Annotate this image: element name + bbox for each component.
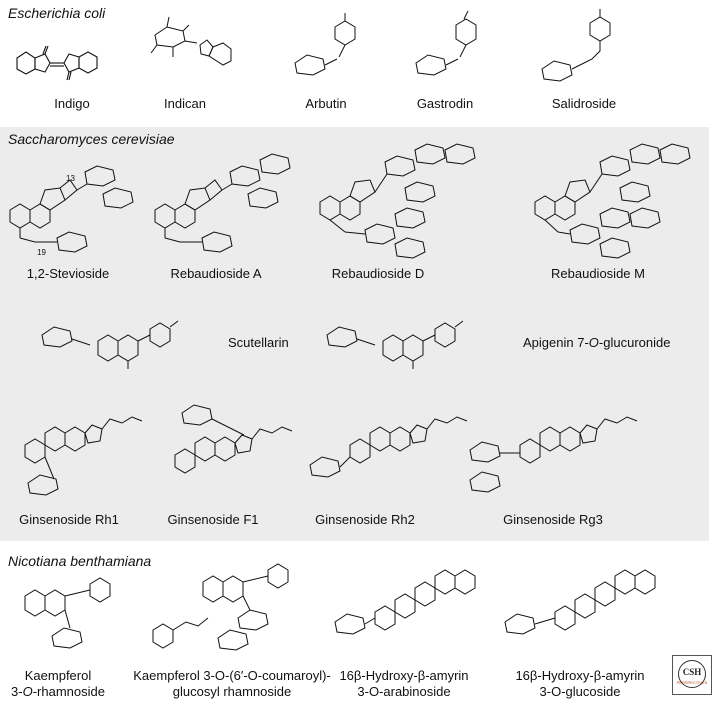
label-arbutin: Arbutin <box>305 96 347 111</box>
label-rebaudioside-d: Rebaudioside D <box>331 266 425 281</box>
apigenin-label-suffix: -glucuronide <box>598 335 671 350</box>
label-kaempferol-coumaroyl-line2: glucosyl rhamnoside <box>172 684 292 699</box>
saccharomyces-panel <box>0 127 709 541</box>
logo-text-csh: CSH <box>682 667 702 677</box>
rebaudioside-a-structure <box>150 150 300 260</box>
hydroxy-amyrin-arabinoside-structure <box>330 560 490 660</box>
label-amyrin-glucoside-line1: 16β-Hydroxy-β-amyrin <box>515 668 645 683</box>
gastrodin-structure <box>402 5 502 85</box>
label-salidroside: Salidroside <box>551 96 617 111</box>
label-stevioside: 1,2-Stevioside <box>26 266 110 281</box>
kaempferol-coumaroyl-structure <box>148 560 328 675</box>
indican-structure <box>145 5 235 90</box>
label-apigenin-7-o-glucuronide: Apigenin 7-O-glucuronide <box>523 335 670 351</box>
indigo-structure <box>12 28 132 90</box>
logo-circle <box>678 660 706 688</box>
apigenin-glucuronide-structure <box>315 305 515 395</box>
apigenin-label-o: O <box>588 335 599 350</box>
hydroxy-amyrin-glucoside-structure <box>500 560 670 660</box>
label-ginsenoside-rg3: Ginsenoside Rg3 <box>503 512 603 527</box>
label-gastrodin: Gastrodin <box>416 96 474 111</box>
salidroside-structure <box>528 5 648 90</box>
carbon-13-label: 13 <box>66 174 75 183</box>
label-kaempferol-rhamnoside-line2: 3-O-rhamnoside <box>11 684 105 700</box>
kaempferol-rhamnoside-structure <box>10 568 140 668</box>
label-ginsenoside-rh1: Ginsenoside Rh1 <box>19 512 119 527</box>
kaempferol-label-prefix: 3- <box>11 684 23 699</box>
ginsenoside-rg3-structure <box>460 395 660 505</box>
scutellarin-structure <box>30 305 230 395</box>
label-ginsenoside-f1: Ginsenoside F1 <box>167 512 259 527</box>
ginsenoside-f1-structure <box>160 395 310 505</box>
carbon-19-label: 19 <box>37 248 46 257</box>
label-rebaudioside-a: Rebaudioside A <box>170 266 262 281</box>
rebaudioside-m-structure <box>530 132 700 262</box>
apigenin-label-prefix: Apigenin 7- <box>523 335 589 350</box>
section-title-saccharomyces: Saccharomyces cerevisiae <box>8 131 175 147</box>
label-ginsenoside-rh2: Ginsenoside Rh2 <box>315 512 415 527</box>
label-amyrin-glucoside-line2: 3-O-glucoside <box>539 684 621 699</box>
stevioside-structure <box>5 150 155 260</box>
ginsenoside-rh2-structure <box>300 395 470 505</box>
kaempferol-label-suffix: -rhamnoside <box>32 684 105 699</box>
label-indican: Indican <box>164 96 206 111</box>
logo-text-perspectives: PERSPECTIVES <box>676 680 708 685</box>
rebaudioside-d-structure <box>315 132 485 262</box>
kaempferol-label-o: O <box>22 684 33 699</box>
label-rebaudioside-m: Rebaudioside M <box>551 266 645 281</box>
label-scutellarin: Scutellarin <box>228 335 289 350</box>
label-kaempferol-rhamnoside-line1: Kaempferol <box>24 668 92 683</box>
ginsenoside-rh1-structure <box>10 395 160 505</box>
label-indigo: Indigo <box>54 96 90 111</box>
section-title-nicotiana: Nicotiana benthamiana <box>8 553 152 569</box>
label-amyrin-arabinoside-line1: 16β-Hydroxy-β-amyrin <box>339 668 469 683</box>
label-kaempferol-coumaroyl-line1: Kaempferol 3-O-(6′-O-coumaroyl)- <box>133 668 331 683</box>
label-amyrin-arabinoside-line2: 3-O-arabinoside <box>357 684 451 699</box>
section-title-escherichia-coli: Escherichia coli <box>8 5 106 21</box>
csh-perspectives-logo: CSH PERSPECTIVES <box>672 655 712 695</box>
arbutin-structure <box>283 5 373 85</box>
